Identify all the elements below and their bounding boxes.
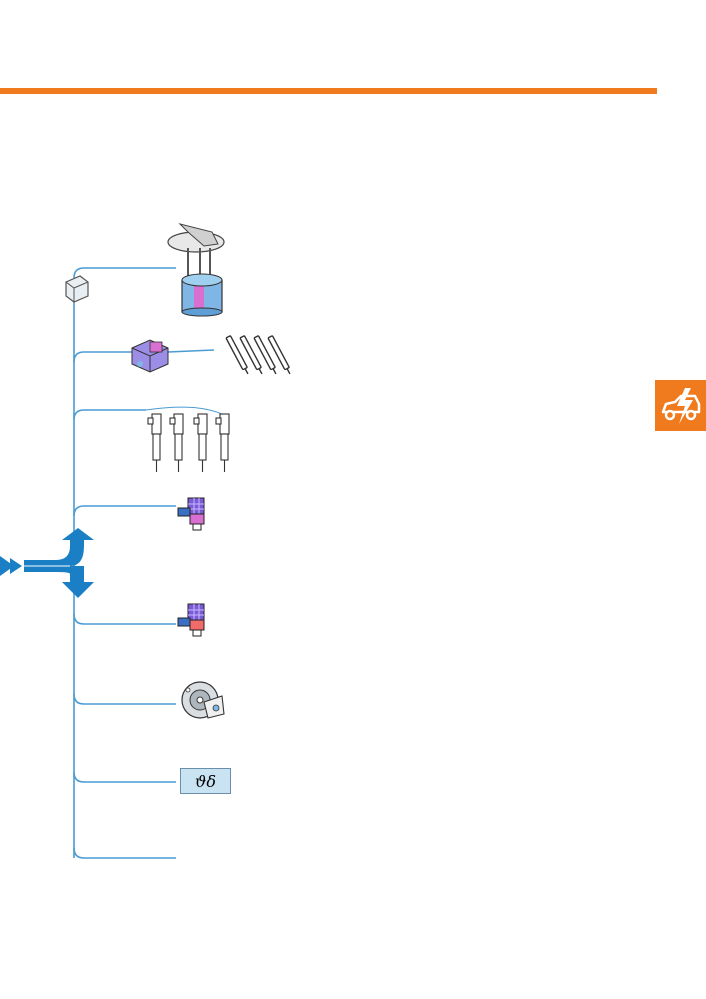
relay-icon [65,275,89,303]
top-accent-rule [0,88,657,94]
bus-trunk [73,267,215,859]
glow-control-unit-icon [131,339,169,373]
section-tab[interactable] [655,380,706,431]
fuel-pump-icon [167,223,225,317]
pressure-control-valve-icon [177,497,205,531]
flow-arrow [0,528,94,598]
temperature-sensor-box: ϑδ [180,768,231,794]
temperature-symbol: ϑδ [194,771,217,791]
pressure-sensor-icon [181,681,225,719]
car-electrical-icon [655,380,706,431]
metering-valve-icon [177,603,205,637]
glow-plug-icon [225,335,291,375]
injector-icon [145,406,230,472]
